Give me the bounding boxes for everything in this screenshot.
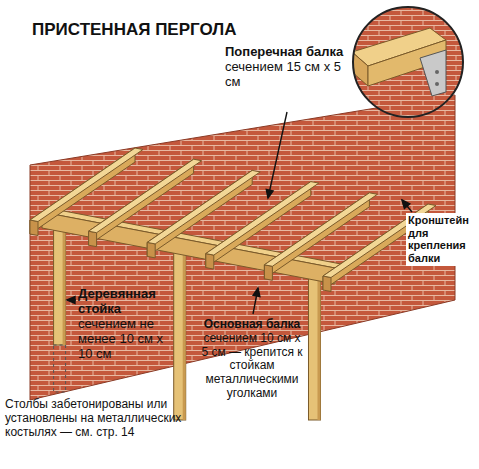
cross-beam-end (89, 231, 97, 247)
callout-label: Поперечная балка сечением 15 см х 5 см (225, 45, 350, 90)
inset-border (353, 7, 463, 117)
part-note: сечением 10 см х 5 см — крепится к стойк… (201, 331, 302, 400)
diagram-title: ПРИСТЕННАЯ ПЕРГОЛА (32, 20, 236, 40)
part-name: Кронштейн для крепления балки (408, 214, 469, 264)
part-name: Деревянная стойка (78, 286, 156, 316)
part-note: сечением 15 см х 5 см (225, 59, 341, 89)
wooden-post (174, 252, 186, 420)
post-shade (317, 278, 320, 420)
brick-wall (30, 95, 455, 400)
callout-label: Деревянная стойка сечением не менее 10 с… (78, 287, 170, 362)
cross-beam-end (206, 254, 214, 270)
post-shade (63, 229, 66, 345)
buried-post (54, 345, 66, 392)
cross-beam-end (147, 242, 155, 258)
wooden-post (54, 229, 66, 345)
callout-label: Основная балка сечением 10 см х 5 см — к… (200, 318, 304, 401)
part-note: сечением не менее 10 см х 10 см (78, 316, 163, 361)
leader-lines (67, 112, 412, 314)
part-note: Столбы забетонированы или установлены на… (5, 397, 181, 439)
beams (30, 148, 436, 292)
part-name: Основная балка (204, 317, 301, 331)
leader-arrowhead (402, 200, 410, 208)
leader-line (268, 112, 287, 198)
part-name: Поперечная балка (225, 44, 343, 59)
callout-label: Кронштейн для крепления балки (406, 213, 476, 266)
callout-label: Столбы забетонированы или установлены на… (5, 398, 200, 439)
leader-arrowhead (253, 288, 260, 297)
cross-beam-end (30, 220, 38, 236)
cross-beam-end (323, 276, 331, 292)
detail-inset (350, 0, 470, 120)
wooden-post (308, 278, 320, 420)
leader-arrowhead (266, 189, 273, 198)
leader-line (402, 200, 412, 212)
leader-arrowhead (67, 297, 75, 304)
cross-beam-end (264, 265, 272, 281)
post-shade (183, 252, 186, 420)
